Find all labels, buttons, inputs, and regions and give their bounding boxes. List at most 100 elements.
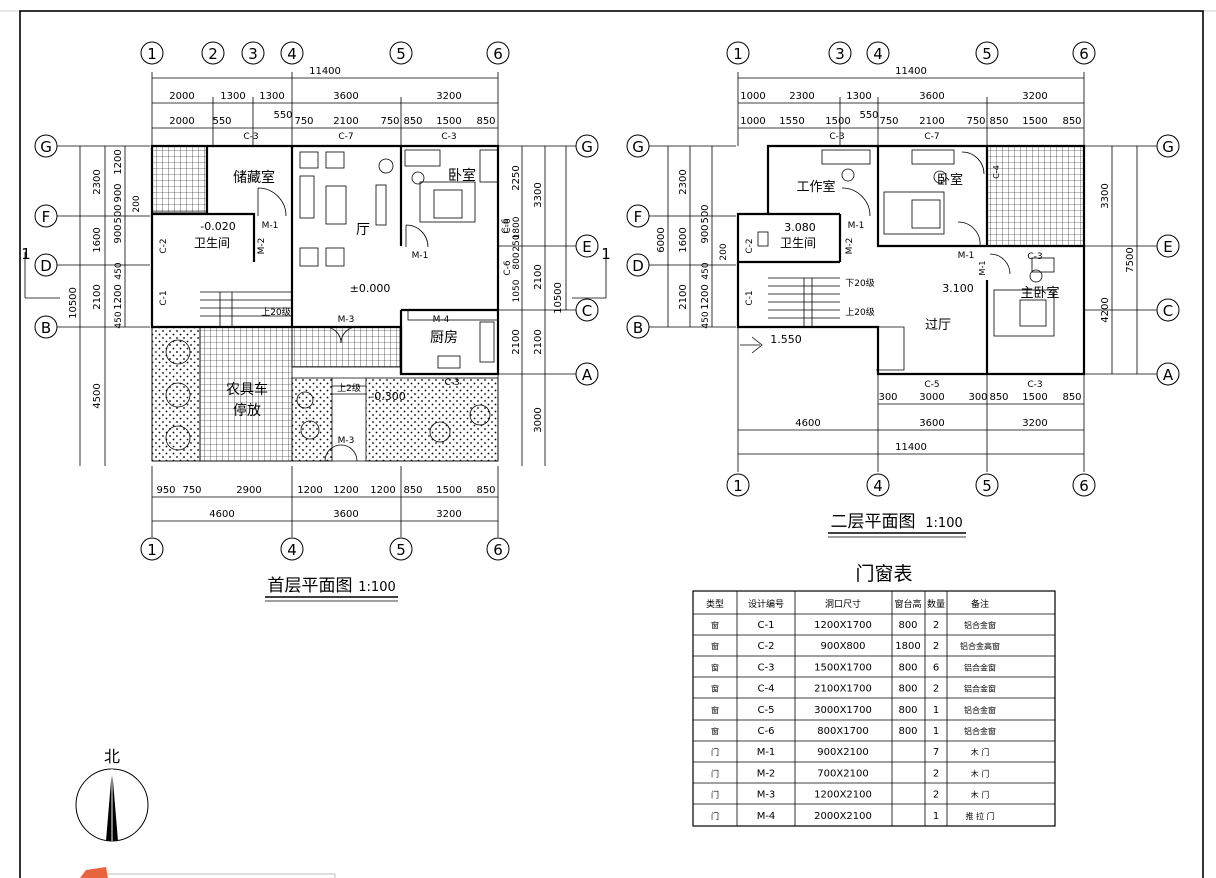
svg-text:3600: 3600 [333, 91, 358, 102]
svg-text:6: 6 [1079, 477, 1089, 495]
svg-text:D: D [632, 257, 644, 275]
room-bathroom-1: 卫生间 [194, 236, 230, 250]
svg-text:3: 3 [835, 45, 845, 63]
svg-text:C: C [1163, 302, 1173, 320]
svg-text:900: 900 [700, 224, 711, 243]
svg-text:上20级: 上20级 [845, 306, 874, 318]
plan2-furniture [757, 149, 1055, 337]
table-cell: 2000X2100 [814, 811, 872, 822]
svg-text:1600: 1600 [92, 227, 103, 252]
svg-text:800: 800 [512, 252, 522, 269]
table-cell: 2 [933, 768, 939, 779]
svg-text:下20级: 下20级 [845, 277, 874, 289]
table-cell: 1200X1700 [814, 620, 872, 631]
svg-text:1500: 1500 [436, 116, 461, 127]
svg-text:3300: 3300 [533, 182, 544, 207]
table-cell: 2 [933, 684, 939, 695]
plan1-axis-left: G F D B [34, 134, 58, 339]
svg-text:3200: 3200 [1022, 91, 1047, 102]
table-cell: 800 [898, 662, 917, 673]
svg-text:B: B [41, 319, 51, 337]
svg-text:2100: 2100 [333, 116, 358, 127]
svg-text:1500: 1500 [1022, 116, 1047, 127]
svg-text:450: 450 [114, 311, 124, 328]
svg-text:M-3: M-3 [338, 315, 355, 325]
svg-text:10500: 10500 [553, 282, 564, 314]
table-cell: 2100X1700 [814, 684, 872, 695]
svg-text:G: G [40, 138, 52, 156]
svg-text:3600: 3600 [919, 418, 944, 429]
svg-text:C-3: C-3 [1027, 380, 1042, 390]
table-cell: C-2 [758, 641, 775, 652]
plan1-scale: 1:100 [358, 580, 395, 595]
room-garage-line2: 停放 [233, 402, 261, 419]
svg-text:2100: 2100 [678, 284, 689, 309]
svg-text:4: 4 [287, 45, 297, 63]
svg-text:450: 450 [701, 311, 711, 328]
table-header-cell: 窗台高 [894, 598, 921, 610]
svg-text:2250: 2250 [511, 165, 522, 190]
svg-text:250: 250 [512, 234, 522, 251]
table-cell: 1 [933, 705, 939, 716]
table-cell: 2 [933, 790, 939, 801]
svg-text:1: 1 [733, 477, 743, 495]
table-header-cell: 设计编号 [748, 598, 784, 610]
table-header-cell: 类型 [706, 598, 724, 610]
plan1-stair [200, 291, 366, 395]
svg-text:950: 950 [156, 485, 175, 496]
svg-text:4: 4 [873, 45, 883, 63]
room-garage-line1: 农具车 [226, 381, 268, 398]
storage-tile-area [151, 145, 208, 213]
svg-text:10500: 10500 [68, 287, 79, 319]
table-cell: M-4 [757, 811, 776, 822]
svg-text:M-1: M-1 [262, 221, 279, 231]
table-cell: 木 门 [971, 790, 990, 800]
svg-text:1500: 1500 [825, 116, 850, 127]
svg-text:5: 5 [982, 477, 992, 495]
svg-text:C-3: C-3 [829, 132, 844, 142]
table-header-cell: 备注 [971, 598, 989, 610]
table-cell: 900X2100 [817, 747, 868, 758]
svg-text:3000: 3000 [919, 392, 944, 403]
table-cell: 窗 [711, 726, 719, 736]
svg-text:6000: 6000 [656, 227, 667, 252]
svg-text:750: 750 [966, 116, 985, 127]
plan2-title: 二层平面图 [831, 512, 916, 532]
svg-text:2100: 2100 [919, 116, 944, 127]
table-cell: 门 [711, 811, 719, 821]
svg-text:G: G [581, 138, 593, 156]
plan2-scale: 1:100 [925, 516, 962, 531]
table-cell: C-4 [758, 684, 775, 695]
svg-text:A: A [1163, 366, 1174, 384]
first-floor-plan: 1 2 3 4 5 6 11400 2000 1300 1300 3600 32… [21, 41, 611, 602]
svg-text:1500: 1500 [436, 485, 461, 496]
table-cell: 窗 [711, 620, 719, 630]
svg-text:3.080: 3.080 [784, 221, 816, 234]
svg-text:1: 1 [147, 45, 157, 63]
svg-text:C-3: C-3 [441, 132, 456, 142]
table-cell: 7 [933, 747, 939, 758]
svg-text:1200: 1200 [370, 485, 395, 496]
svg-text:850: 850 [403, 485, 422, 496]
svg-text:2300: 2300 [678, 169, 689, 194]
svg-text:1300: 1300 [259, 91, 284, 102]
svg-text:D: D [40, 257, 52, 275]
table-cell: 2 [933, 620, 939, 631]
svg-text:1800: 1800 [512, 216, 522, 239]
table-cell: 800X1700 [817, 726, 868, 737]
table-cell: 1 [933, 726, 939, 737]
svg-text:C-6: C-6 [503, 218, 513, 234]
plan1-axis-top: 1 2 3 4 5 6 [140, 41, 510, 65]
plan1-furniture [165, 149, 499, 451]
svg-text:3000: 3000 [533, 407, 544, 432]
table-cell: 3000X1700 [814, 705, 872, 716]
svg-text:M-1: M-1 [978, 261, 987, 276]
svg-text:3600: 3600 [919, 91, 944, 102]
room-bathroom-2: 卫生间 [780, 236, 816, 250]
table-cell: 窗 [711, 705, 719, 715]
svg-text:1: 1 [733, 45, 743, 63]
plan2-axis-left: G F D B [626, 134, 650, 339]
svg-text:200: 200 [132, 195, 142, 212]
svg-text:E: E [582, 238, 591, 256]
